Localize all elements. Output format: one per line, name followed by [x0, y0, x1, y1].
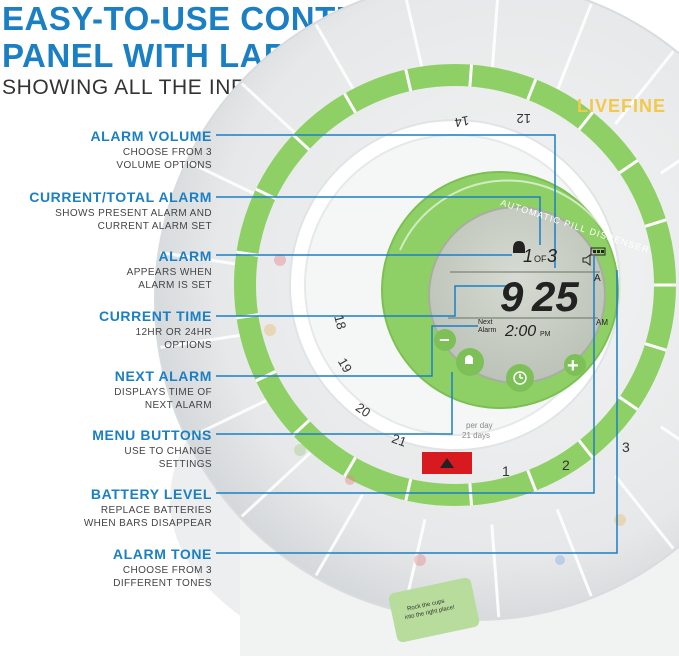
per-day-label: per day [466, 421, 493, 430]
slot-label-20: 20 [353, 400, 373, 421]
compartment-ridge [160, 332, 253, 349]
speaker-icon [582, 254, 591, 266]
slot-divider [577, 439, 594, 459]
slot-label-1: 1 [502, 463, 510, 479]
compartment-ridge [614, 50, 675, 126]
alarm-total: 3 [547, 246, 557, 266]
callout-current-total-alarm: CURRENT/TOTAL ALARM SHOWS PRESENT ALARM … [2, 189, 212, 233]
compartment-ridge [314, 494, 364, 577]
slot-label-3: 3 [622, 439, 630, 455]
alarm-bell-icon [513, 241, 525, 253]
next-alarm-label-2: Alarm [478, 327, 496, 334]
slot-divider [404, 478, 413, 501]
callout-title: ALARM VOLUME [90, 128, 212, 144]
callout-title: MENU BUTTONS [92, 427, 212, 443]
callout-title: CURRENT TIME [99, 308, 212, 324]
line-menu-buttons [216, 372, 453, 435]
compartment-ridge [490, 524, 501, 618]
line-current-time [216, 285, 515, 317]
tone-label: A [594, 273, 601, 284]
compartment-ridge [660, 425, 679, 441]
plus-button-label: + [567, 355, 579, 377]
slot-divider [577, 111, 594, 131]
slot-divider [343, 456, 357, 478]
callout-title: BATTERY LEVEL [90, 486, 212, 502]
slot-label-14: 14 [453, 113, 470, 130]
time-ampm: AM [596, 318, 608, 327]
alarm-count: 1 [523, 246, 533, 266]
slot-divider [291, 133, 311, 151]
time-hours: 9 [500, 273, 524, 320]
callout-title: ALARM [158, 248, 212, 264]
slot-label-21: 21 [390, 431, 409, 450]
slot-divider [526, 469, 538, 492]
brand-logo: LIVEFINE [577, 96, 666, 116]
plus-button [564, 354, 586, 376]
slot-divider [618, 395, 639, 411]
minus-button-label: − [439, 330, 450, 350]
next-alarm-time: 2:00 [504, 323, 536, 340]
next-alarm-label-1: Next [478, 319, 492, 326]
slot-divider [404, 69, 413, 92]
compartment-ridge [555, 3, 593, 92]
slot-divider [644, 218, 667, 228]
slot-divider [343, 92, 357, 114]
compartment-ridge [614, 474, 675, 550]
compartment-ridge [490, 0, 499, 76]
line-current-total-alarm [216, 196, 541, 245]
compartment-ridge [240, 451, 312, 518]
slot-label-19: 19 [335, 355, 355, 375]
slot-divider [644, 342, 667, 352]
time-minutes: 25 [531, 273, 579, 320]
compartment-ridge [187, 396, 273, 440]
slot-label-2: 2 [562, 457, 570, 473]
slot-divider [468, 483, 474, 506]
callout-title: NEXT ALARM [114, 368, 212, 384]
slot-divider [526, 78, 538, 101]
compartment-ridge [660, 159, 679, 175]
minus-button [434, 329, 456, 351]
slot-divider [618, 159, 639, 175]
pull-tab [388, 577, 480, 643]
callout-title: ALARM TONE [112, 546, 212, 562]
line-battery-level [216, 256, 595, 494]
battery-indicator [590, 247, 606, 256]
line-alarm-volume [216, 134, 556, 268]
compartment-ridge [404, 0, 427, 81]
slot-label-18: 18 [331, 313, 349, 331]
callout-title: CURRENT/TOTAL ALARM [29, 189, 212, 205]
slot-divider [291, 419, 311, 437]
days-label: 21 days [462, 431, 490, 440]
line-alarm-tone [216, 270, 618, 554]
next-alarm-ampm: PM [540, 331, 551, 338]
slot-label-12: 12 [517, 111, 531, 126]
alarm-of: OF [534, 254, 547, 264]
slot-divider [468, 64, 474, 87]
line-next-alarm [216, 325, 478, 377]
